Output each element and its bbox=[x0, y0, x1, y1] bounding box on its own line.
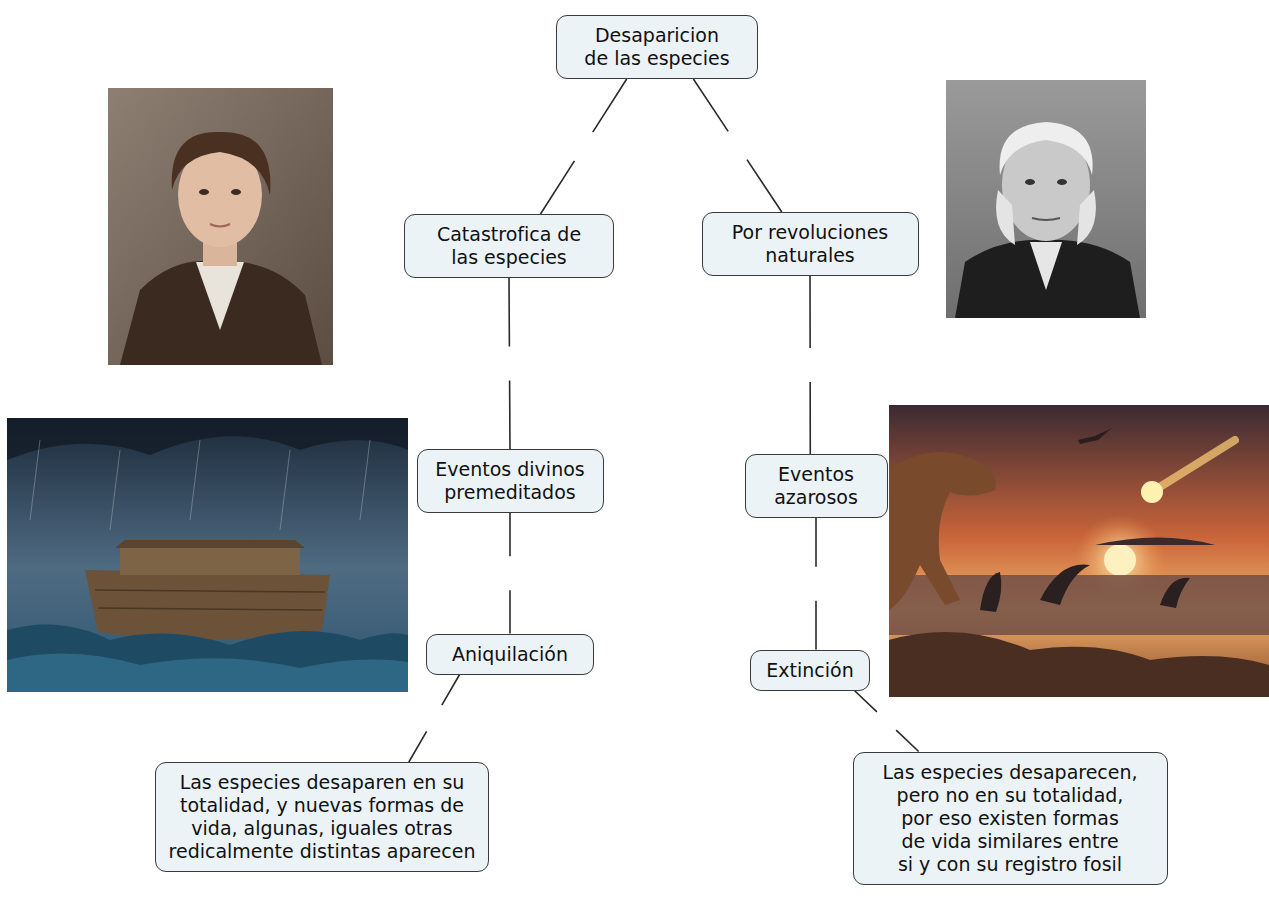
concept-box: Catastrofica de las especies bbox=[404, 214, 614, 278]
node-text: Por revoluciones naturales bbox=[713, 221, 908, 267]
text-stack: Eventos azarosos bbox=[756, 463, 877, 509]
root-topic: Desaparicion de las especies bbox=[556, 15, 758, 79]
ark-painting bbox=[7, 418, 408, 692]
connector-line bbox=[509, 278, 510, 449]
node-text: Eventos divinos premeditados bbox=[428, 458, 593, 504]
text-stack: Las especies desaparen en su totalidad, … bbox=[166, 771, 478, 863]
connector-line bbox=[809, 276, 811, 454]
explanation-box: Las especies desaparen en su totalidad, … bbox=[155, 762, 489, 872]
connector-line bbox=[854, 691, 918, 752]
text-stack: Aniquilación bbox=[452, 643, 568, 666]
lyell-portrait bbox=[946, 80, 1146, 318]
connector-line bbox=[409, 675, 460, 763]
connector-line bbox=[509, 513, 511, 634]
node-text: Aniquilación bbox=[452, 643, 568, 666]
node-text: Extinción bbox=[766, 659, 853, 682]
connector-line bbox=[541, 79, 627, 214]
concept-box: Eventos azarosos bbox=[745, 454, 888, 518]
explanation-box: Las especies desaparecen, pero no en su … bbox=[853, 752, 1168, 885]
connector-line bbox=[693, 79, 781, 212]
concept-box: Extinción bbox=[750, 650, 870, 691]
text-stack: Las especies desaparecen, pero no en su … bbox=[864, 761, 1157, 876]
text-stack: Desaparicion de las especies bbox=[567, 24, 747, 70]
concept-box: Eventos divinos premeditados bbox=[417, 449, 604, 513]
cuvier-portrait bbox=[108, 88, 333, 365]
text-stack: Por revoluciones naturales bbox=[713, 221, 908, 267]
concept-box: Aniquilación bbox=[426, 634, 594, 675]
node-text: Las especies desaparen en su totalidad, … bbox=[166, 771, 478, 863]
node-text: Las especies desaparecen, pero no en su … bbox=[864, 761, 1157, 876]
connector-line bbox=[815, 518, 817, 650]
dinosaur-scene bbox=[889, 405, 1269, 697]
text-stack: Extinción bbox=[766, 659, 853, 682]
concept-box: Por revoluciones naturales bbox=[702, 212, 919, 276]
node-text: Catastrofica de las especies bbox=[415, 223, 603, 269]
text-stack: Catastrofica de las especies bbox=[415, 223, 603, 269]
text-stack: Eventos divinos premeditados bbox=[428, 458, 593, 504]
node-text: Eventos azarosos bbox=[756, 463, 877, 509]
node-text: Desaparicion de las especies bbox=[567, 24, 747, 70]
